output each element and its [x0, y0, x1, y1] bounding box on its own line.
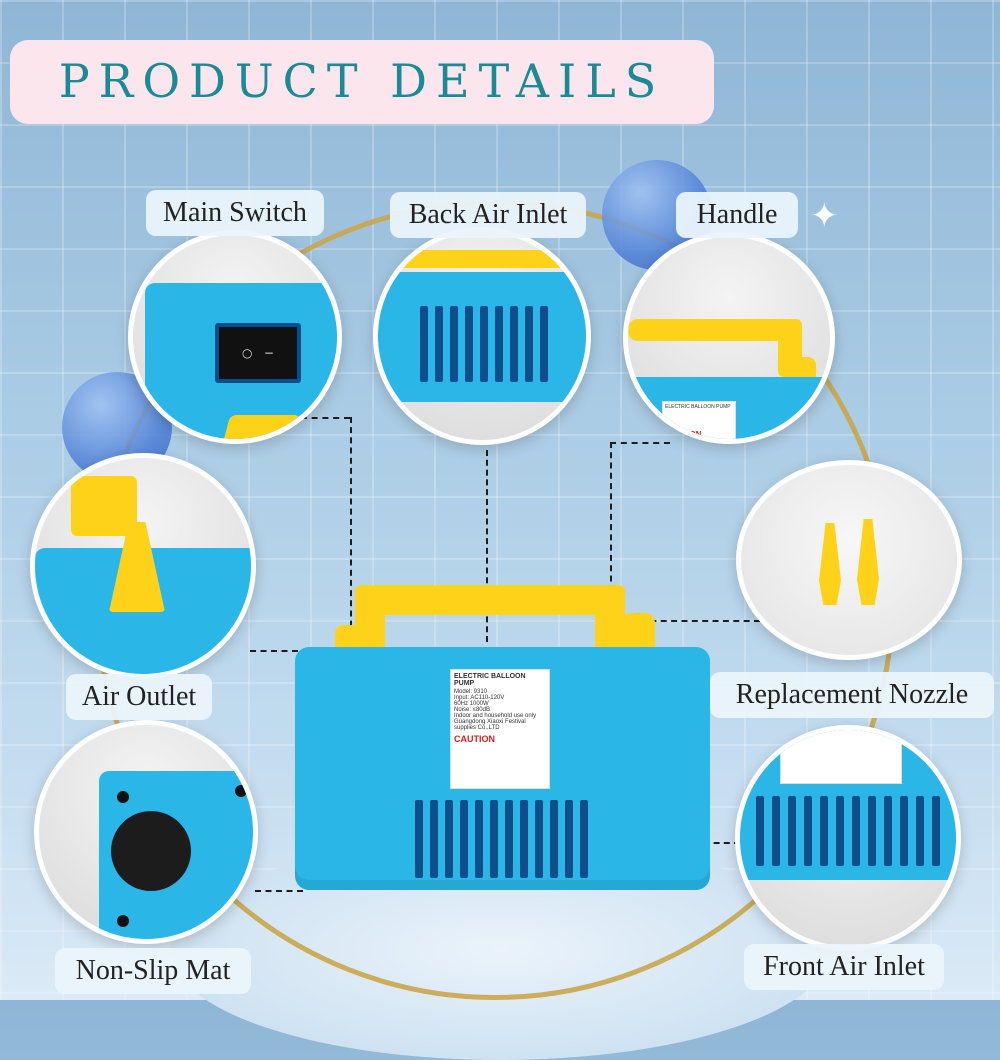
page-title: PRODUCT DETAILS	[58, 54, 666, 108]
detail-image-back-air-inlet	[378, 232, 586, 440]
label-replacement-nozzle: Replacement Nozzle	[710, 672, 994, 718]
sparkle-icon: ✦	[810, 196, 839, 236]
detail-image-air-outlet	[35, 458, 251, 674]
vent-slot	[450, 306, 458, 382]
handle-corner	[219, 415, 301, 439]
vent-slot	[525, 306, 533, 382]
detail-circle-main-switch: ○ −	[128, 230, 342, 444]
vent-slot	[490, 800, 498, 878]
vent-slot	[820, 796, 828, 866]
detail-circle-replacement-nozzle	[736, 460, 962, 660]
pump-label-line-5: Guangdong Xiaoxi Festival supplies Co.,L…	[454, 719, 526, 731]
connector-handle	[610, 442, 612, 602]
vent-slot	[884, 796, 892, 866]
pump-label-line-2: 60Hz 1000W	[454, 701, 489, 707]
label-front-air-inlet: Front Air Inlet	[744, 944, 944, 990]
vent-slot	[550, 800, 558, 878]
pump-handle	[355, 585, 625, 615]
label-main-switch: Main Switch	[146, 190, 324, 236]
handle-bar	[628, 319, 800, 341]
connector-main-switch-v	[350, 417, 352, 647]
vent-slot	[475, 800, 483, 878]
vent-slot	[510, 306, 518, 382]
vent-slot	[420, 306, 428, 382]
label-handle: Handle	[676, 192, 798, 238]
detail-circle-non-slip-mat	[34, 720, 258, 944]
pump-label-line-1: Input: AC110-120V	[454, 695, 505, 701]
vent-slot	[916, 796, 924, 866]
detail-circle-air-outlet	[30, 453, 256, 679]
vent-slot	[460, 800, 468, 878]
vent-slot	[580, 800, 588, 878]
label-air-outlet: Air Outlet	[66, 674, 212, 720]
vent-slot	[565, 800, 573, 878]
vent-slot	[900, 796, 908, 866]
vent-slot	[836, 796, 844, 866]
pump-label-line-3: Noise: ≤80dB	[454, 707, 490, 713]
detail-image-main-switch: ○ −	[133, 235, 337, 439]
handle-spec-label: ELECTRIC BALLOON PUMP CAUTION	[662, 401, 736, 439]
vent-slot	[430, 800, 438, 878]
title-banner: PRODUCT DETAILS	[10, 40, 714, 124]
vent-slot	[480, 306, 488, 382]
detail-circle-handle: ELECTRIC BALLOON PUMP CAUTION	[623, 232, 835, 444]
vent-slot	[772, 796, 780, 866]
connector-non-slip	[255, 890, 303, 892]
detail-circle-back-air-inlet	[373, 227, 591, 445]
connector-nozzle	[640, 620, 760, 622]
connector-handle-h	[610, 442, 670, 444]
screw-hole	[117, 791, 129, 803]
detail-image-handle: ELECTRIC BALLOON PUMP CAUTION	[628, 237, 830, 439]
detail-image-replacement-nozzle	[741, 465, 957, 655]
vent-slot	[756, 796, 764, 866]
vent-slot	[505, 800, 513, 878]
nozzle-piece-right	[857, 519, 879, 605]
front-spec-label	[780, 730, 902, 784]
balloon-pump-product: ELECTRIC BALLOON PUMP Model: 9310 Input:…	[295, 585, 710, 890]
front-vent	[756, 796, 946, 866]
rocker-switch-icon: ○ −	[215, 323, 301, 383]
non-slip-mat-icon	[111, 811, 191, 891]
back-vent	[420, 306, 550, 384]
connector-air-outlet	[250, 650, 340, 652]
vent-slot	[804, 796, 812, 866]
vent-slot	[535, 800, 543, 878]
vent-slot	[435, 306, 443, 382]
handle-top-bar	[396, 250, 576, 268]
screw-hole	[235, 785, 247, 797]
detail-image-non-slip-mat	[39, 725, 253, 939]
pump-spec-label: ELECTRIC BALLOON PUMP Model: 9310 Input:…	[450, 669, 550, 789]
vent-slot	[520, 800, 528, 878]
vent-slot	[445, 800, 453, 878]
handle-label-heading: ELECTRIC BALLOON PUMP	[665, 404, 731, 410]
pump-label-caution: CAUTION	[454, 734, 495, 744]
pump-label-heading: ELECTRIC BALLOON PUMP	[454, 673, 526, 687]
nozzle-piece-left	[819, 523, 841, 605]
vent-slot	[415, 800, 423, 878]
vent-slot	[465, 306, 473, 382]
connector-back-inlet	[486, 450, 488, 642]
detail-image-front-air-inlet	[740, 730, 956, 946]
vent-slot	[868, 796, 876, 866]
pump-label-model: Model: 9310	[454, 689, 488, 695]
vent-slot	[852, 796, 860, 866]
handle-label-caution: CAUTION	[665, 430, 702, 439]
screw-hole	[117, 915, 129, 927]
label-back-air-inlet: Back Air Inlet	[390, 192, 586, 238]
detail-circle-front-air-inlet	[735, 725, 961, 951]
vent-slot	[540, 306, 548, 382]
handle-end	[71, 476, 137, 536]
pump-label-line-4: Indoor and household use only	[454, 713, 537, 719]
pump-front-vent	[415, 800, 590, 880]
vent-slot	[788, 796, 796, 866]
vent-slot	[932, 796, 940, 866]
vent-slot	[495, 306, 503, 382]
pump-handle-right-post	[595, 585, 625, 655]
label-non-slip-mat: Non-Slip Mat	[55, 948, 251, 994]
